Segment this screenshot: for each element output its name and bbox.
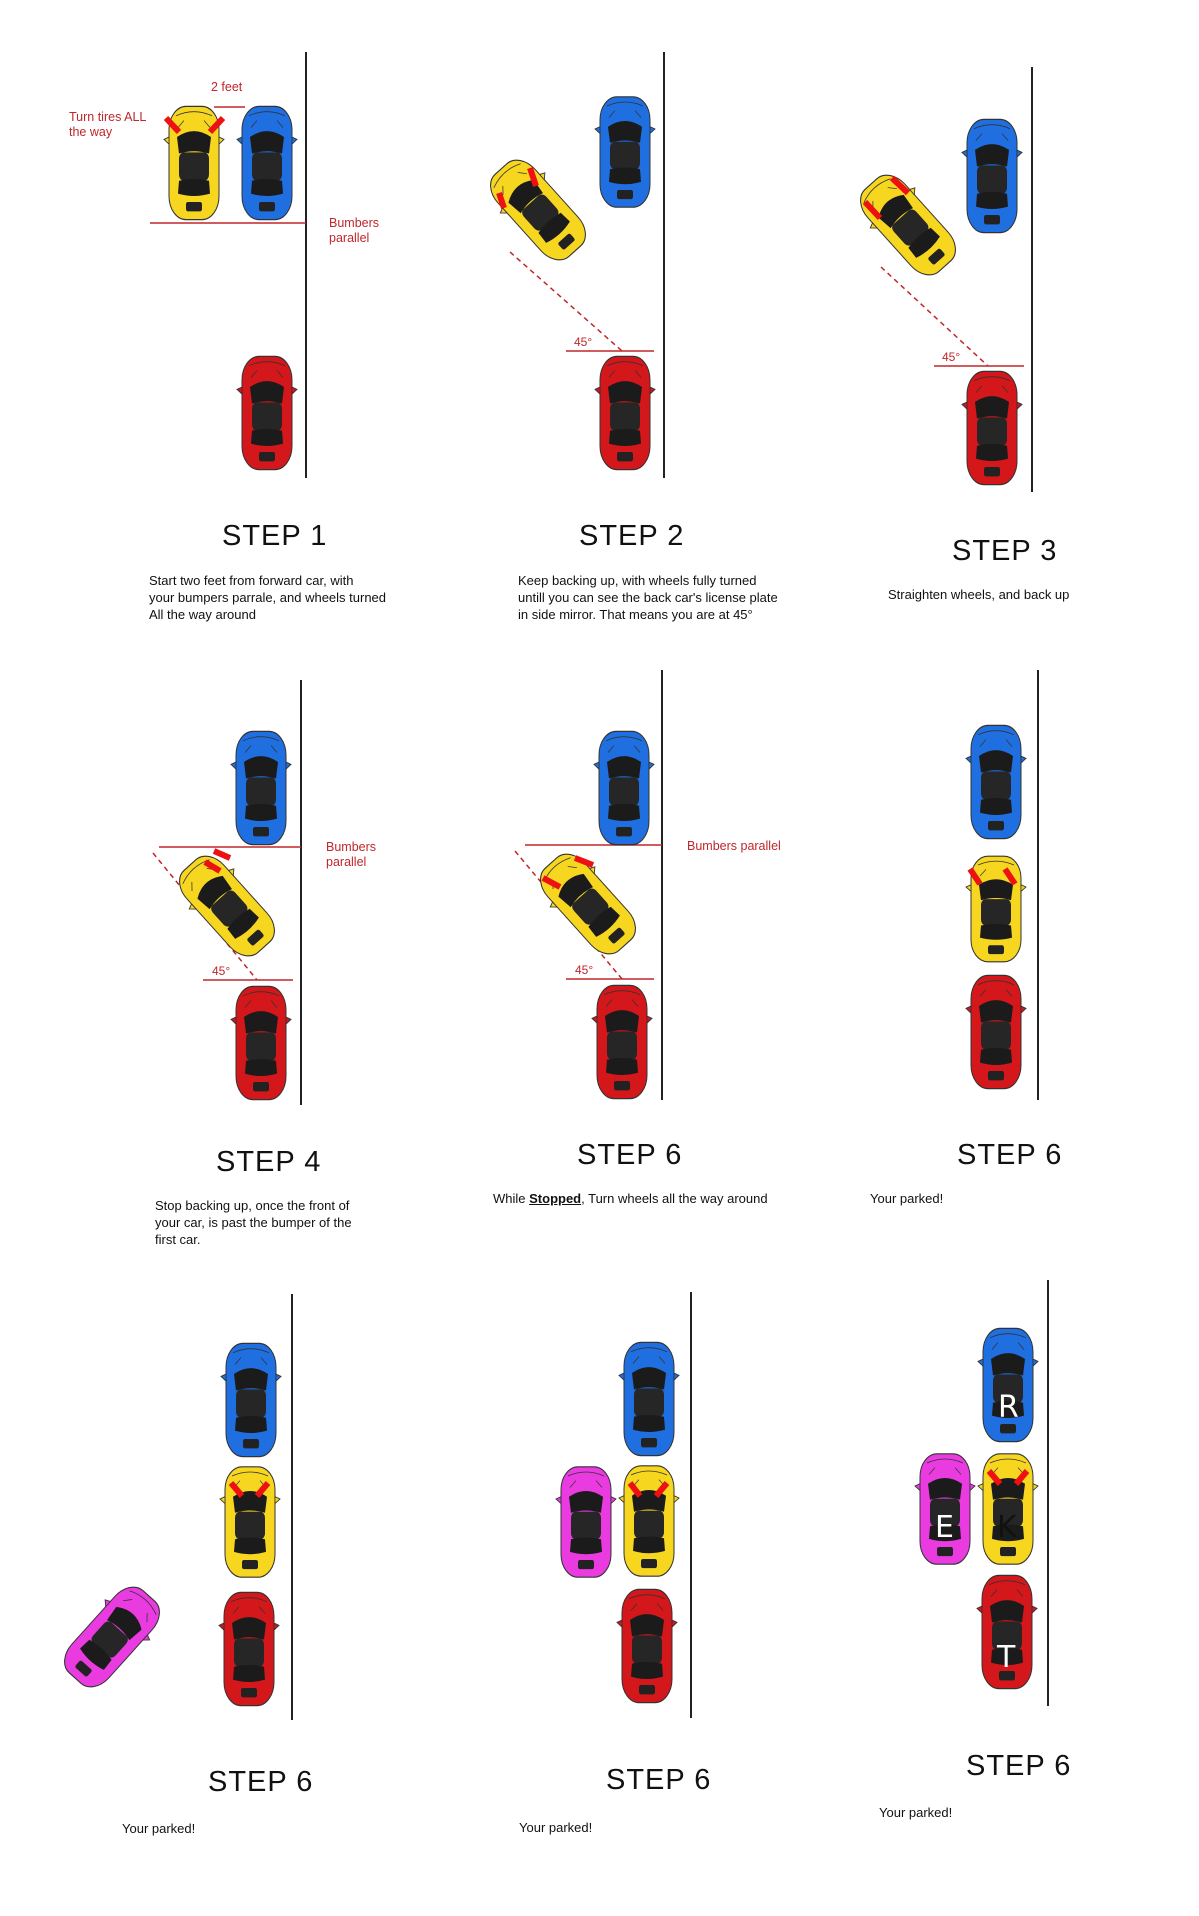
car-letter-blue: R bbox=[998, 1390, 1019, 1425]
step-description: Your parked! bbox=[122, 1821, 196, 1836]
step-description: Keep backing up, with wheels fully turne… bbox=[518, 573, 778, 622]
step-description: While Stopped, Turn wheels all the way a… bbox=[493, 1191, 768, 1206]
yellow-car bbox=[167, 844, 287, 968]
step-description: Your parked! bbox=[879, 1805, 953, 1820]
wheel-marker-left bbox=[163, 115, 182, 135]
wheel-marker-left bbox=[627, 1481, 643, 1498]
step-title: STEP 6 bbox=[208, 1766, 314, 1798]
yellow-car bbox=[618, 1465, 680, 1577]
step-9-diagram bbox=[914, 1280, 1049, 1706]
step-title: STEP 2 bbox=[579, 520, 685, 552]
wheel-marker-right bbox=[527, 167, 539, 187]
turn-tires-label: Turn tires ALL the way bbox=[69, 110, 147, 139]
step-9-panel: R E K T STEP 6 Your parked! bbox=[800, 1280, 1199, 1916]
step-3-diagram bbox=[848, 67, 1033, 492]
step-3-panel: 45° STEP 3 Straighten wheels, and back u… bbox=[800, 0, 1199, 640]
step-2-panel: 45° STEP 2 Keep backing up, with wheels … bbox=[400, 0, 800, 640]
wheel-marker-left bbox=[986, 1469, 1003, 1486]
red-car bbox=[591, 984, 653, 1100]
wheel-marker-right bbox=[212, 848, 232, 861]
step-6-diagram bbox=[965, 670, 1039, 1100]
bumpers-parallel-label: Bumbers parallel bbox=[326, 840, 377, 869]
angle-label: 45° bbox=[942, 350, 961, 364]
red-car bbox=[965, 974, 1027, 1090]
wheel-marker-right bbox=[653, 1481, 670, 1498]
step-7-diagram bbox=[52, 1294, 293, 1720]
magenta-car bbox=[52, 1575, 172, 1699]
car-letter-magenta: E bbox=[935, 1510, 954, 1545]
blue-car bbox=[236, 105, 298, 221]
blue-car bbox=[593, 730, 655, 846]
yellow-car bbox=[478, 148, 598, 272]
angle-guide bbox=[880, 266, 989, 367]
wheel-marker-right bbox=[207, 115, 226, 135]
red-car bbox=[616, 1588, 678, 1704]
red-car bbox=[218, 1591, 280, 1707]
step-title: STEP 4 bbox=[216, 1146, 322, 1178]
wheel-marker-left bbox=[203, 859, 222, 874]
wheel-marker-right bbox=[254, 1481, 271, 1498]
car-letter-red: T bbox=[997, 1640, 1016, 1675]
wheel-marker-left bbox=[967, 867, 983, 886]
yellow-car bbox=[977, 1453, 1039, 1565]
bumpers-parallel-label: Bumbers parallel bbox=[687, 839, 781, 853]
step-5-diagram bbox=[514, 670, 663, 1100]
red-car bbox=[594, 355, 656, 471]
red-car bbox=[236, 355, 298, 471]
step-title: STEP 6 bbox=[606, 1764, 712, 1796]
blue-car bbox=[618, 1341, 680, 1457]
angle-guide bbox=[509, 251, 623, 352]
blue-car bbox=[594, 96, 656, 208]
red-car bbox=[230, 985, 292, 1101]
two-feet-label: 2 feet bbox=[211, 80, 243, 94]
step-7-panel: STEP 6 Your parked! bbox=[0, 1280, 400, 1916]
step-description: Your parked! bbox=[870, 1191, 944, 1206]
angle-label: 45° bbox=[212, 964, 231, 978]
stopped-emphasis: Stopped bbox=[529, 1191, 582, 1206]
wheel-marker-left bbox=[541, 875, 562, 890]
step-description: Straighten wheels, and back up bbox=[888, 587, 1070, 602]
step-5-panel: Bumbers parallel 45° STEP 6 While Stoppe… bbox=[400, 640, 800, 1280]
wheel-marker-right bbox=[889, 175, 911, 196]
step-8-diagram bbox=[555, 1292, 692, 1718]
wheel-marker-left bbox=[228, 1481, 245, 1498]
wheel-marker-right bbox=[573, 855, 595, 868]
step-description: Your parked! bbox=[519, 1820, 593, 1835]
step-1-diagram bbox=[150, 52, 307, 478]
blue-car bbox=[230, 730, 292, 846]
step-title: STEP 1 bbox=[222, 520, 328, 552]
step-2-diagram bbox=[478, 52, 665, 478]
blue-car bbox=[961, 118, 1023, 234]
step-6-panel: STEP 6 Your parked! bbox=[800, 640, 1199, 1280]
yellow-car bbox=[219, 1466, 281, 1578]
bumpers-parallel-label: Bumbers parallel bbox=[329, 216, 380, 245]
red-car bbox=[961, 370, 1023, 486]
step-title: STEP 3 bbox=[952, 535, 1058, 567]
yellow-car bbox=[848, 163, 968, 287]
step-4-diagram bbox=[152, 680, 302, 1105]
angle-label: 45° bbox=[575, 963, 594, 977]
car-letter-yellow: K bbox=[997, 1510, 1017, 1545]
step-title: STEP 6 bbox=[966, 1750, 1072, 1782]
blue-car bbox=[220, 1342, 282, 1458]
magenta-car bbox=[555, 1466, 617, 1578]
wheel-marker-right bbox=[1002, 867, 1018, 886]
magenta-car bbox=[914, 1453, 976, 1565]
blue-car bbox=[965, 724, 1027, 840]
wheel-marker-left bbox=[496, 192, 507, 209]
wheel-marker-left bbox=[862, 199, 883, 221]
step-title: STEP 6 bbox=[577, 1139, 683, 1171]
step-8-panel: STEP 6 Your parked! bbox=[400, 1280, 800, 1916]
step-title: STEP 6 bbox=[957, 1139, 1063, 1171]
step-4-panel: Bumbers parallel 45° STEP 4 Stop backing… bbox=[0, 640, 400, 1280]
step-1-panel: Turn tires ALL the way 2 feet Bumbers pa… bbox=[0, 0, 400, 640]
wheel-marker-right bbox=[1013, 1469, 1030, 1486]
angle-label: 45° bbox=[574, 335, 593, 349]
